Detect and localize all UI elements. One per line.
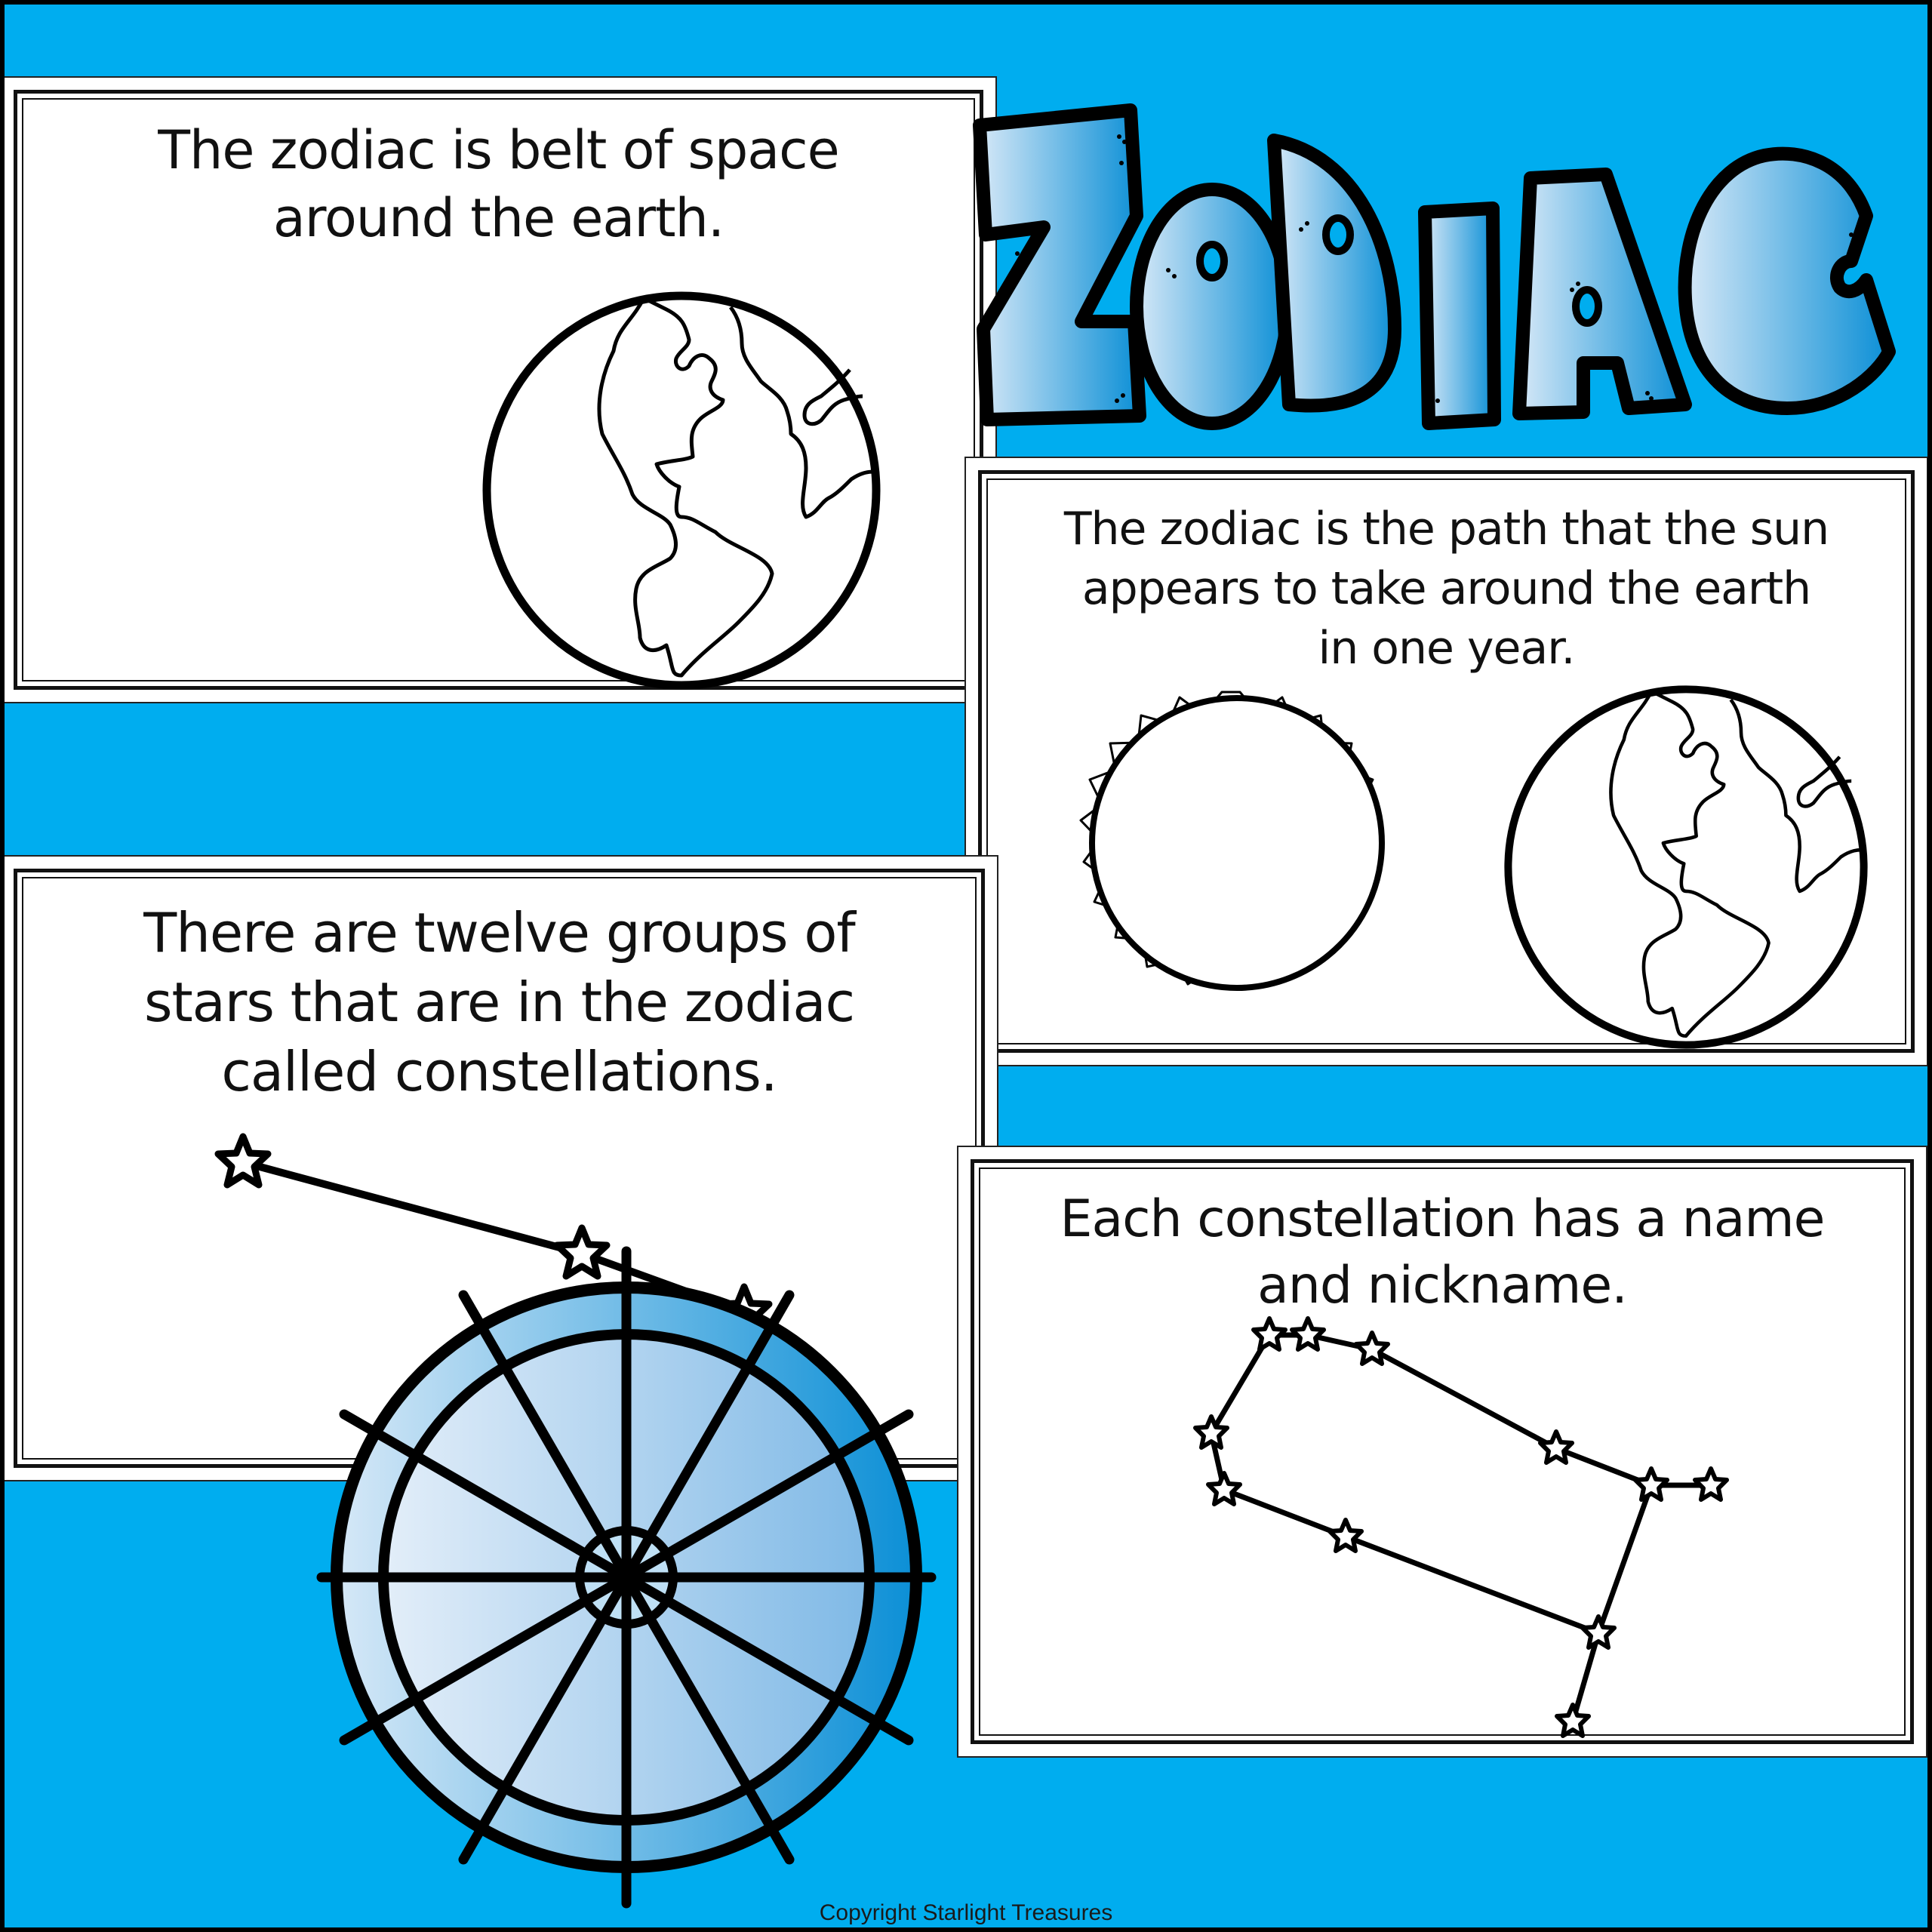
card-line: and nickname. bbox=[1257, 1256, 1628, 1316]
earth-icon bbox=[482, 291, 881, 690]
title-letter-a bbox=[1512, 168, 1692, 420]
sun-icon bbox=[1079, 691, 1385, 991]
title-zodiac bbox=[973, 103, 1896, 430]
card-line: called constellations. bbox=[221, 1040, 777, 1104]
card-frame bbox=[971, 1159, 1914, 1744]
card-text: The zodiac is belt of space around the e… bbox=[32, 117, 965, 252]
earth-icon bbox=[1504, 685, 1868, 1049]
card-text: Each constellation has a name and nickna… bbox=[989, 1186, 1896, 1320]
title-letter-i bbox=[1418, 202, 1501, 430]
card-line: in one year. bbox=[1318, 622, 1576, 675]
card-line: The zodiac is belt of space bbox=[158, 119, 839, 181]
poster: The zodiac is belt of space around the e… bbox=[5, 5, 1927, 1927]
card-line: appears to take around the earth bbox=[1081, 562, 1811, 616]
title-letter-c bbox=[1678, 146, 1896, 415]
card-name-and-nickname: Each constellation has a name and nickna… bbox=[957, 1146, 1927, 1758]
card-line: stars that are in the zodiac bbox=[143, 971, 855, 1035]
card-frame bbox=[978, 470, 1915, 1053]
title-letter-z bbox=[973, 103, 1146, 426]
card-path-of-sun: The zodiac is the path that the sun appe… bbox=[964, 457, 1927, 1066]
card-line: The zodiac is the path that the sun bbox=[1063, 503, 1829, 555]
card-line: Each constellation has a name bbox=[1060, 1189, 1825, 1249]
card-line: There are twelve groups of bbox=[143, 901, 856, 964]
card-text: There are twelve groups of stars that ar… bbox=[32, 898, 967, 1106]
card-line: around the earth. bbox=[272, 186, 724, 249]
copyright-text: Copyright Starlight Treasures bbox=[819, 1900, 1113, 1925]
zodiac-wheel-icon bbox=[5, 5, 937, 1909]
gemini-constellation-icon bbox=[5, 5, 1927, 1927]
card-belt-of-space: The zodiac is belt of space around the e… bbox=[5, 76, 997, 703]
title-letter-d bbox=[1267, 134, 1401, 413]
card-text: The zodiac is the path that the sun appe… bbox=[996, 500, 1897, 679]
